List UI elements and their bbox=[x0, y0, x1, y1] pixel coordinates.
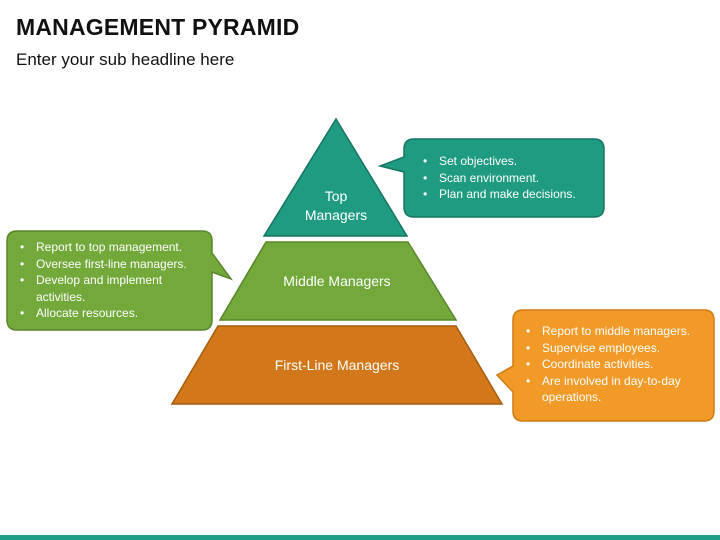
pyramid-middle-tier bbox=[218, 241, 458, 321]
list-item: Oversee first-line managers. bbox=[20, 256, 206, 273]
top-managers-label-line2: Managers bbox=[304, 207, 368, 223]
page-subtitle: Enter your sub headline here bbox=[16, 50, 235, 69]
top-managers-label-line1: Top bbox=[324, 188, 348, 204]
list-item: Supervise employees. bbox=[526, 340, 710, 357]
top-callout-text: Set objectives. Scan environment. Plan a… bbox=[417, 153, 597, 203]
list-item: Set objectives. bbox=[423, 153, 597, 170]
list-item: Scan environment. bbox=[423, 170, 597, 187]
list-item: Develop and implement activities. bbox=[20, 272, 176, 305]
top-callout-list: Set objectives. Scan environment. Plan a… bbox=[417, 153, 597, 203]
middle-callout-text: Report to top management. Oversee first-… bbox=[14, 239, 206, 322]
list-item: Report to top management. bbox=[20, 239, 206, 256]
page-title: MANAGEMENT PYRAMID bbox=[16, 14, 300, 40]
top-managers-label: Top Managers bbox=[286, 187, 386, 225]
bottom-callout-list: Report to middle managers. Supervise emp… bbox=[520, 323, 710, 406]
first-line-managers-label: First-Line Managers bbox=[274, 357, 400, 373]
list-item: Coordinate activities. bbox=[526, 356, 710, 373]
list-item: Allocate resources. bbox=[20, 305, 206, 322]
list-item: Plan and make decisions. bbox=[423, 186, 597, 203]
list-item: Report to middle managers. bbox=[526, 323, 710, 340]
middle-callout-list: Report to top management. Oversee first-… bbox=[14, 239, 206, 322]
middle-managers-label: Middle Managers bbox=[283, 273, 391, 289]
footer-accent-bar bbox=[0, 535, 720, 540]
bottom-callout-text: Report to middle managers. Supervise emp… bbox=[520, 323, 710, 406]
pyramid-bottom-tier bbox=[170, 325, 504, 405]
list-item: Are involved in day-to-day operations. bbox=[526, 373, 702, 406]
pyramid-top-tier bbox=[262, 117, 409, 237]
